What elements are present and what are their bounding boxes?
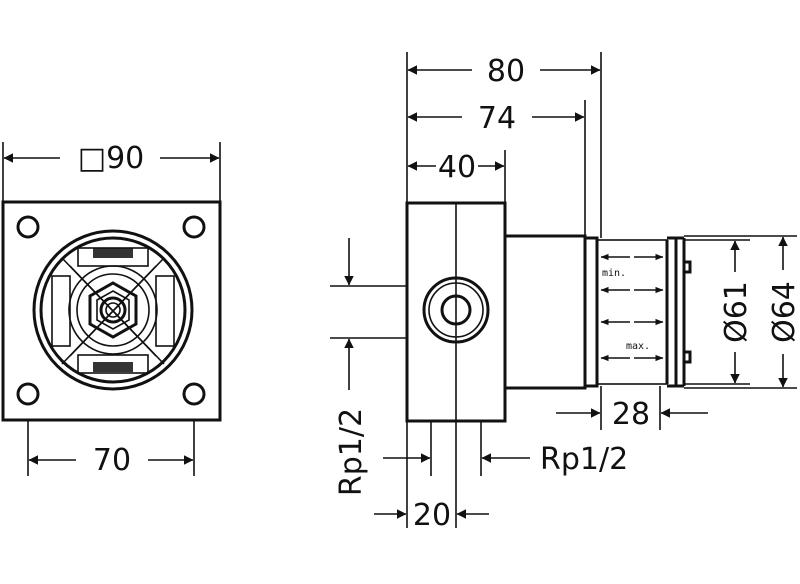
dimension-rp-horizontal: Rp1/2 (383, 421, 628, 477)
connection-vertical-label: Rp1/2 (334, 408, 369, 496)
mounting-hole (16, 215, 40, 239)
mounting-hole (16, 382, 40, 406)
front-plate (1, 200, 222, 422)
dimension-rp-vertical: Rp1/2 (330, 238, 407, 496)
depth-74-label: 74 (478, 101, 516, 136)
hole-spacing-label: 70 (93, 443, 131, 478)
min-label: min. (602, 268, 626, 279)
inner-diameter-label: Ø61 (719, 281, 754, 343)
dimension-80: 80 (406, 52, 602, 238)
connection-port-outer (422, 276, 490, 344)
outer-diameter-label: Ø64 (767, 281, 800, 343)
dimension-28: 28 (556, 386, 708, 432)
mounting-hole (182, 215, 206, 239)
front-view: □90 70 (1, 141, 222, 478)
inner-ring (39, 236, 187, 384)
outer-ring (32, 229, 194, 391)
body-depth-label: 40 (438, 150, 476, 185)
cartridge-zone (596, 239, 668, 385)
adjustment-arrows: min. max. (600, 253, 664, 362)
dimension-d64: Ø64 (684, 235, 800, 389)
dimension-90: □90 (2, 141, 221, 202)
flange (583, 236, 599, 388)
mounting-hole (182, 382, 206, 406)
extension-label: 28 (612, 397, 650, 432)
connection-right-label: Rp1/2 (540, 442, 628, 477)
connection-offset-label: 20 (413, 498, 451, 533)
dimension-d61: Ø61 (684, 239, 754, 385)
side-view: min. max. 80 74 40 (330, 52, 800, 533)
width-label: □90 (78, 141, 145, 176)
connection-port-inner (440, 294, 472, 326)
overall-depth-label: 80 (487, 54, 525, 89)
valve-body-detail (51, 247, 175, 374)
dimension-70: 70 (27, 420, 195, 478)
mounting-holes (16, 215, 206, 406)
dimension-40: 40 (407, 150, 506, 203)
extension-housing (503, 234, 587, 390)
max-label: max. (626, 341, 650, 352)
dimension-20: 20 (374, 421, 489, 533)
dimension-74: 74 (407, 100, 586, 236)
